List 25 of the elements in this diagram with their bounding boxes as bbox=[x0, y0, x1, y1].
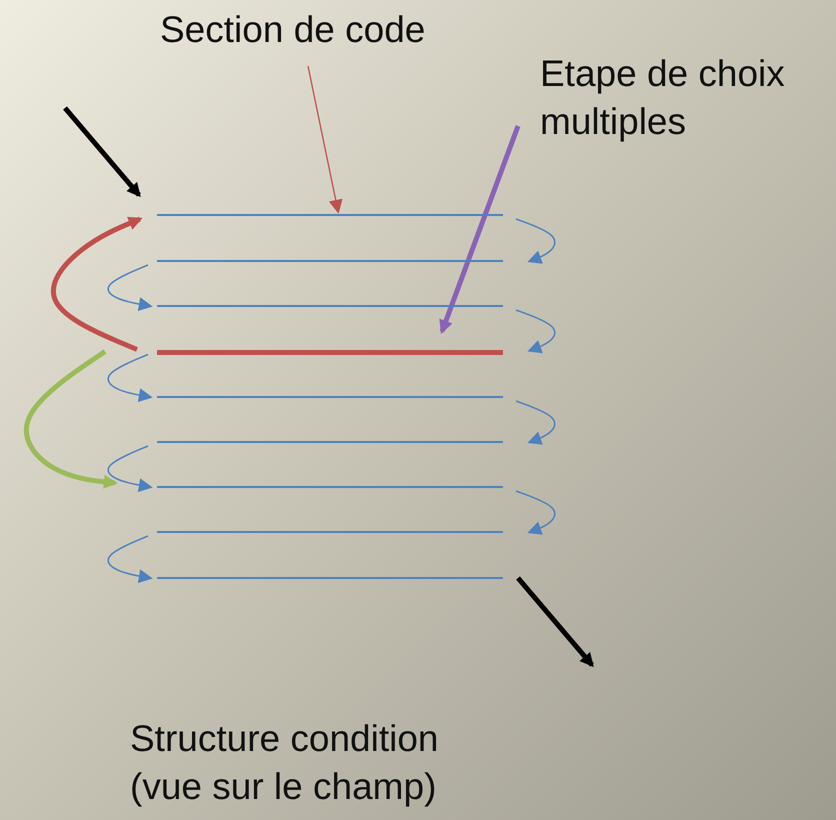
code-line bbox=[157, 305, 503, 307]
arrow bbox=[516, 490, 556, 535]
arrow bbox=[51, 216, 143, 352]
arrow bbox=[307, 66, 343, 214]
arrow bbox=[516, 309, 556, 354]
code-line bbox=[157, 396, 503, 398]
code-line bbox=[157, 260, 503, 262]
code-line bbox=[157, 214, 503, 216]
arrow bbox=[439, 125, 520, 334]
code-line bbox=[157, 577, 503, 579]
caption: Structure condition (vue sur le champ) bbox=[130, 717, 440, 810]
node-label: Section de code bbox=[160, 8, 426, 52]
code-line bbox=[157, 441, 503, 443]
arrow bbox=[107, 535, 153, 583]
arrow bbox=[107, 354, 153, 402]
arrow bbox=[107, 445, 153, 492]
arrow bbox=[516, 218, 556, 264]
node-label: Etape de choix multiples bbox=[540, 52, 786, 144]
arrow bbox=[516, 576, 594, 668]
code-line bbox=[157, 531, 503, 533]
arrow bbox=[107, 264, 153, 311]
arrow bbox=[516, 400, 556, 445]
arrow bbox=[24, 349, 118, 489]
arrow bbox=[63, 106, 141, 198]
code-line bbox=[157, 486, 503, 488]
